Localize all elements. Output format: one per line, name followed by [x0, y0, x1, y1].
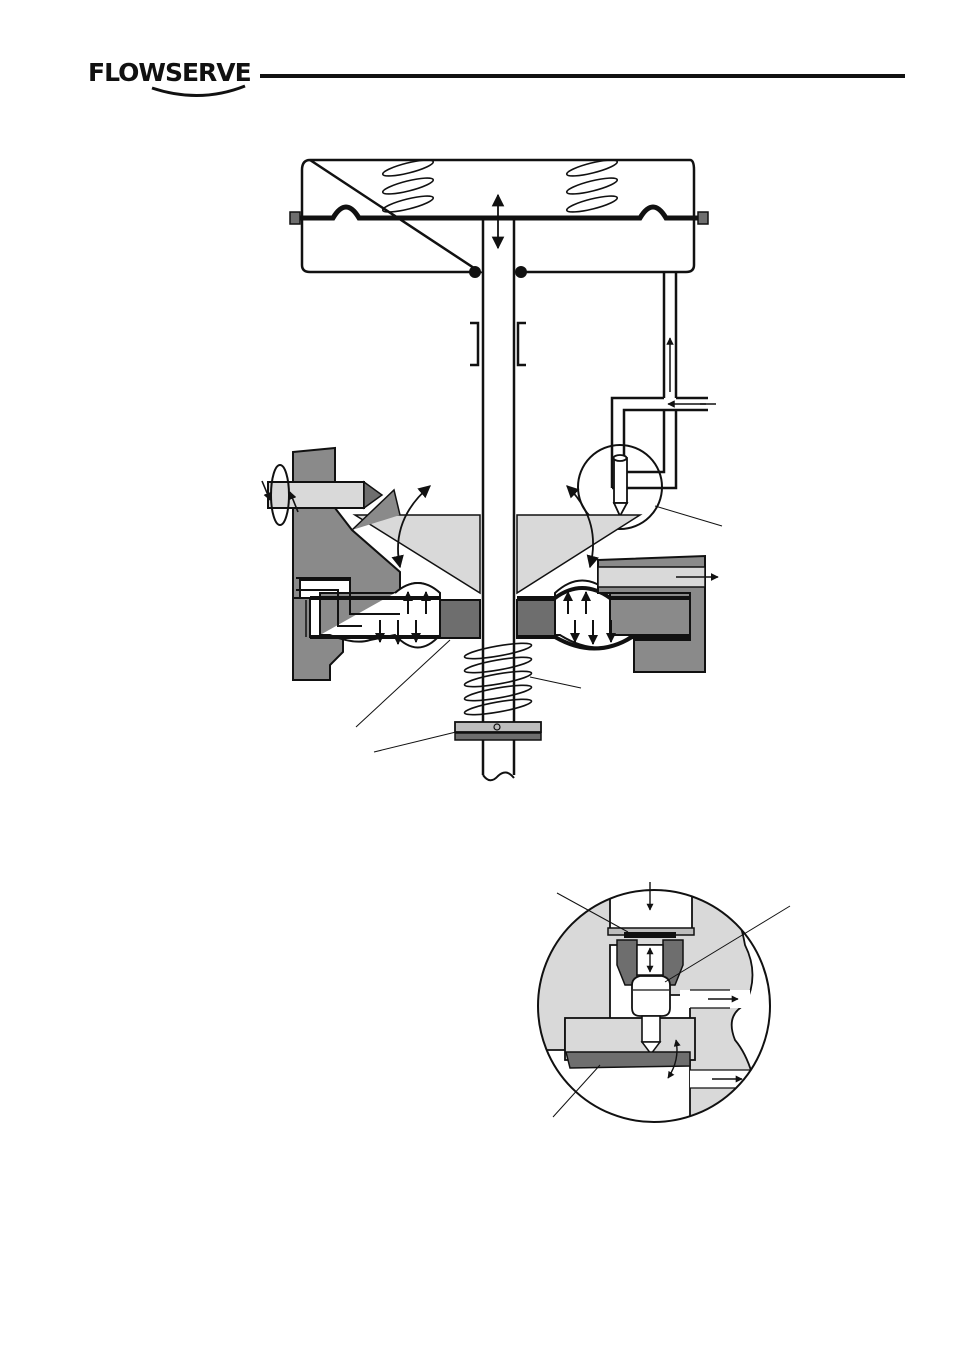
nozzle	[612, 454, 629, 519]
actuator-spring-right	[565, 159, 619, 213]
detail-outline-circle	[537, 889, 771, 1123]
adjustment-screw	[261, 464, 384, 526]
page-header: FLOWSERVE	[0, 0, 954, 120]
brand-logo: FLOWSERVE	[88, 58, 252, 87]
detail-diagram	[537, 882, 791, 1123]
actuator-stem	[469, 193, 527, 782]
spring-retainer	[454, 721, 542, 741]
range-spring	[463, 642, 533, 716]
flowserve-swoosh-icon	[151, 84, 246, 97]
pilot-diaphragm-assembly	[296, 577, 700, 651]
signal-air-pipe	[610, 272, 708, 490]
main-diagram	[261, 158, 723, 782]
header-rule	[260, 74, 905, 78]
actuator-spring-left	[381, 159, 435, 213]
